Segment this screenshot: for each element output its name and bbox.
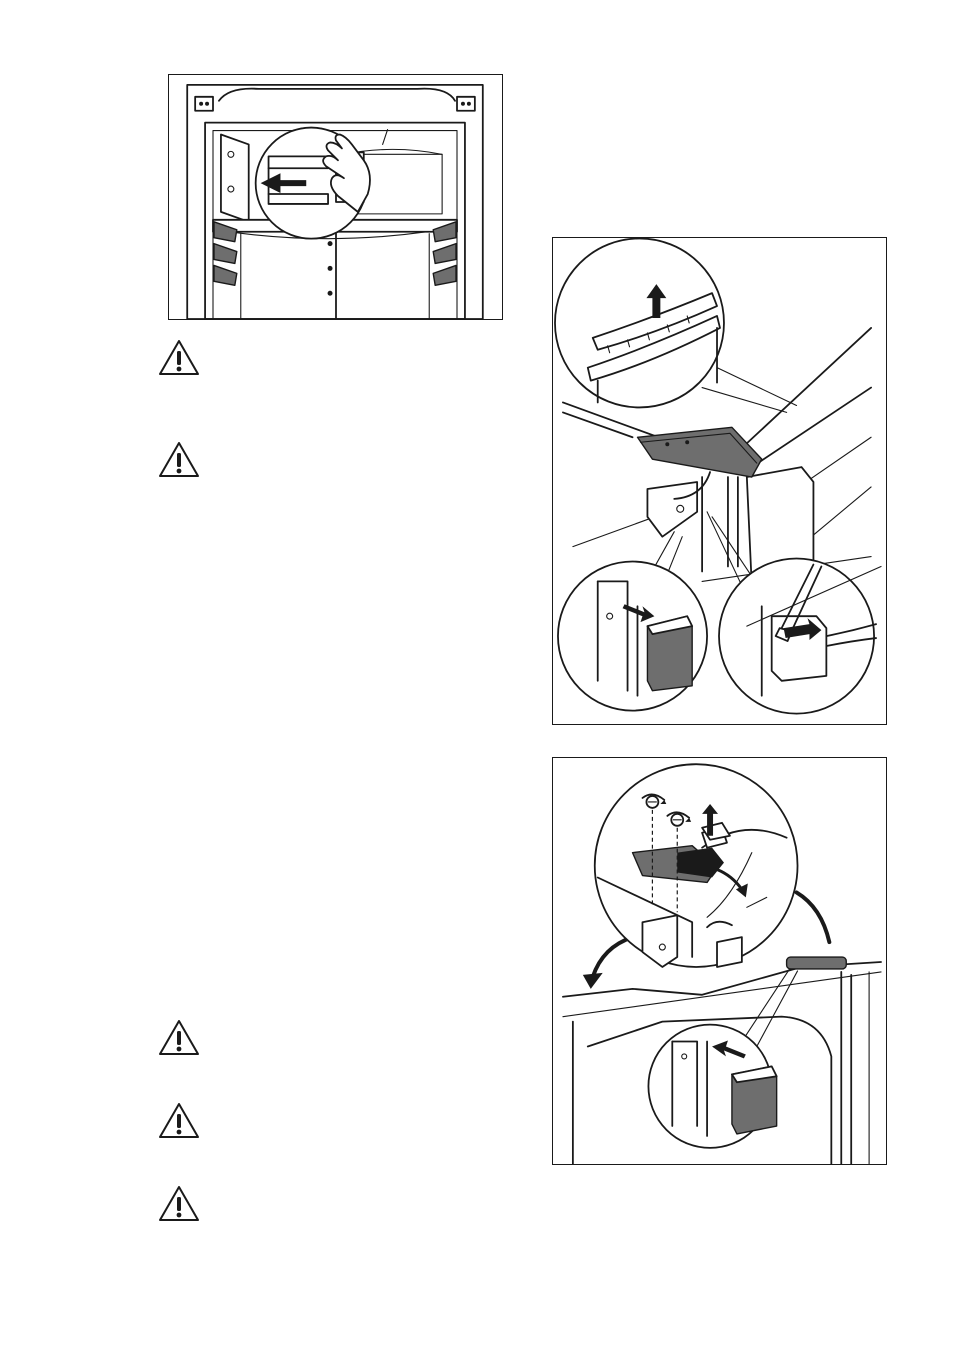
warning-triangle-icon — [158, 339, 200, 377]
hinge-cover — [637, 427, 761, 477]
refit-cover-illustration — [553, 758, 886, 1164]
appliance-interior-illustration — [169, 75, 502, 319]
screw-right-icon — [457, 97, 475, 111]
figure-remove-lamp-cover — [168, 74, 503, 320]
screw-left-icon — [195, 97, 213, 111]
warning-triangle-icon — [158, 1102, 200, 1140]
warning-triangle-icon — [158, 1019, 200, 1057]
figure-refit-hinge-cover — [552, 757, 887, 1165]
hinge-cover-installed — [787, 957, 847, 969]
warning-triangle-icon — [158, 441, 200, 479]
warning-triangle-icon — [158, 1185, 200, 1223]
figure-remove-hinge-cover-cable — [552, 237, 887, 725]
hinge-cover-illustration — [553, 238, 886, 724]
curved-arrow-left-icon — [583, 973, 603, 989]
